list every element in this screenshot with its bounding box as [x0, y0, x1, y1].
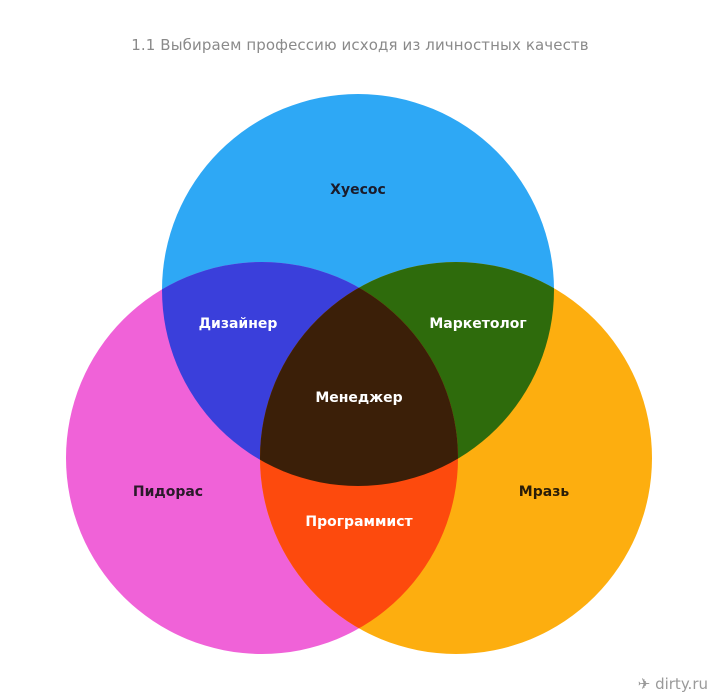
label-top: Хуесос: [330, 182, 386, 198]
label-top-right: Маркетолог: [429, 316, 526, 332]
page-title: 1.1 Выбираем профессию исходя из личност…: [131, 36, 589, 54]
label-center: Менеджер: [315, 390, 402, 406]
watermark: ✈ dirty.ru: [638, 675, 708, 693]
label-left-right: Программист: [305, 514, 413, 530]
label-right: Мразь: [519, 484, 570, 500]
label-top-left: Дизайнер: [199, 316, 278, 332]
label-left: Пидорас: [133, 484, 203, 500]
region-center: [260, 262, 458, 486]
watermark-text: dirty.ru: [655, 675, 708, 693]
bird-icon: ✈: [637, 675, 651, 693]
